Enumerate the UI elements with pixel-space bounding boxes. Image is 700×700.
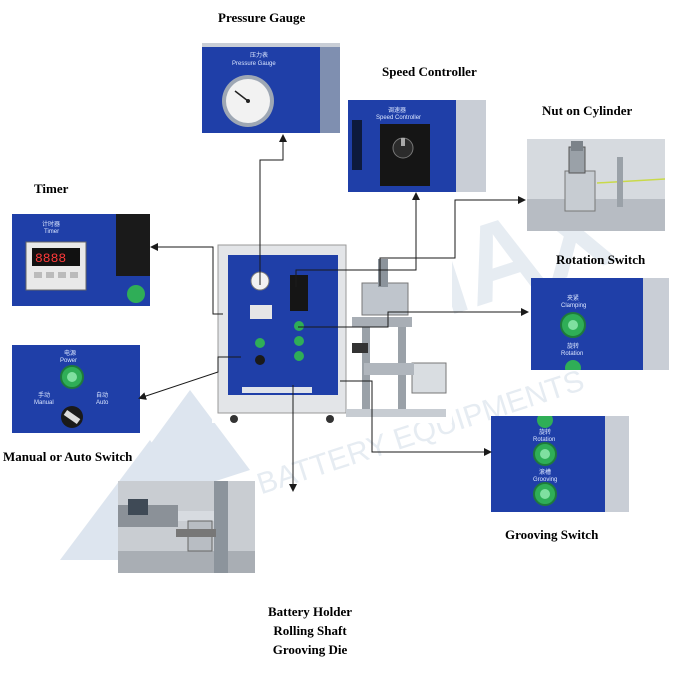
label-rolling-shaft: Rolling Shaft: [273, 623, 347, 638]
svg-text:Grooving: Grooving: [533, 477, 557, 483]
label-speed-controller: Speed Controller: [382, 64, 477, 79]
svg-text:手动: 手动: [38, 391, 50, 399]
label-battery-holder: Battery Holder: [267, 604, 353, 619]
label-nut-on-cylinder: Nut on Cylinder: [542, 103, 633, 118]
arrow-pressure-gauge: [259, 134, 287, 285]
arrow-nut-on-cylinder: [379, 196, 526, 286]
label-pressure-gauge: Pressure Gauge: [218, 10, 306, 25]
svg-text:自动: 自动: [96, 391, 108, 399]
arrow-timer: [150, 243, 223, 315]
svg-text:8888: 8888: [35, 251, 66, 266]
machine-photo: [212, 233, 452, 423]
label-timer: Timer: [34, 181, 69, 196]
svg-text:Speed Controller: Speed Controller: [376, 115, 421, 121]
svg-text:压力表: 压力表: [250, 51, 268, 59]
svg-text:电源: 电源: [64, 349, 76, 357]
label-grooving-die: Grooving Die: [272, 642, 348, 657]
timer-photo: 计时器 Timer 8888: [12, 214, 150, 306]
rotation-switch-photo: 夹紧 Clamping 旋转 Rotation: [531, 278, 669, 370]
svg-text:夹紧: 夹紧: [567, 294, 579, 302]
label-manual-auto-switch: Manual or Auto Switch: [3, 449, 133, 464]
svg-text:Rotation: Rotation: [533, 437, 555, 443]
svg-text:Power: Power: [60, 358, 77, 364]
grooving-switch-photo: 旋转 Rotation 滚槽 Grooving: [491, 416, 629, 512]
arrow-rotation-switch: [298, 308, 529, 328]
svg-text:计时器: 计时器: [42, 220, 60, 228]
nut-on-cylinder-photo: [527, 139, 665, 231]
svg-text:Auto: Auto: [96, 400, 109, 406]
svg-text:Clamping: Clamping: [561, 303, 586, 309]
svg-text:旋转: 旋转: [567, 342, 579, 350]
arrow-manual-auto: [138, 356, 241, 400]
svg-text:Pressure Gauge: Pressure Gauge: [232, 61, 276, 67]
pressure-gauge-photo: 压力表 Pressure Gauge: [202, 43, 340, 133]
battery-holder-photo: [118, 481, 255, 573]
svg-text:Timer: Timer: [44, 229, 59, 235]
arrow-speed-controller: [295, 192, 420, 287]
arrow-grooving-switch: [340, 380, 492, 456]
manual-auto-switch-photo: 电源 Power 手动 Manual 自动 Auto: [12, 345, 140, 433]
label-rotation-switch: Rotation Switch: [556, 252, 646, 267]
svg-text:调速器: 调速器: [388, 106, 406, 114]
svg-text:Rotation: Rotation: [561, 351, 583, 357]
speed-controller-photo: 调速器 Speed Controller: [348, 100, 486, 192]
svg-text:滚槽: 滚槽: [539, 468, 551, 476]
svg-text:Manual: Manual: [34, 400, 54, 406]
label-grooving-switch: Grooving Switch: [505, 527, 599, 542]
label-bottom-parts: Battery Holder Rolling Shaft Grooving Di…: [250, 602, 370, 659]
svg-text:旋转: 旋转: [539, 428, 551, 436]
